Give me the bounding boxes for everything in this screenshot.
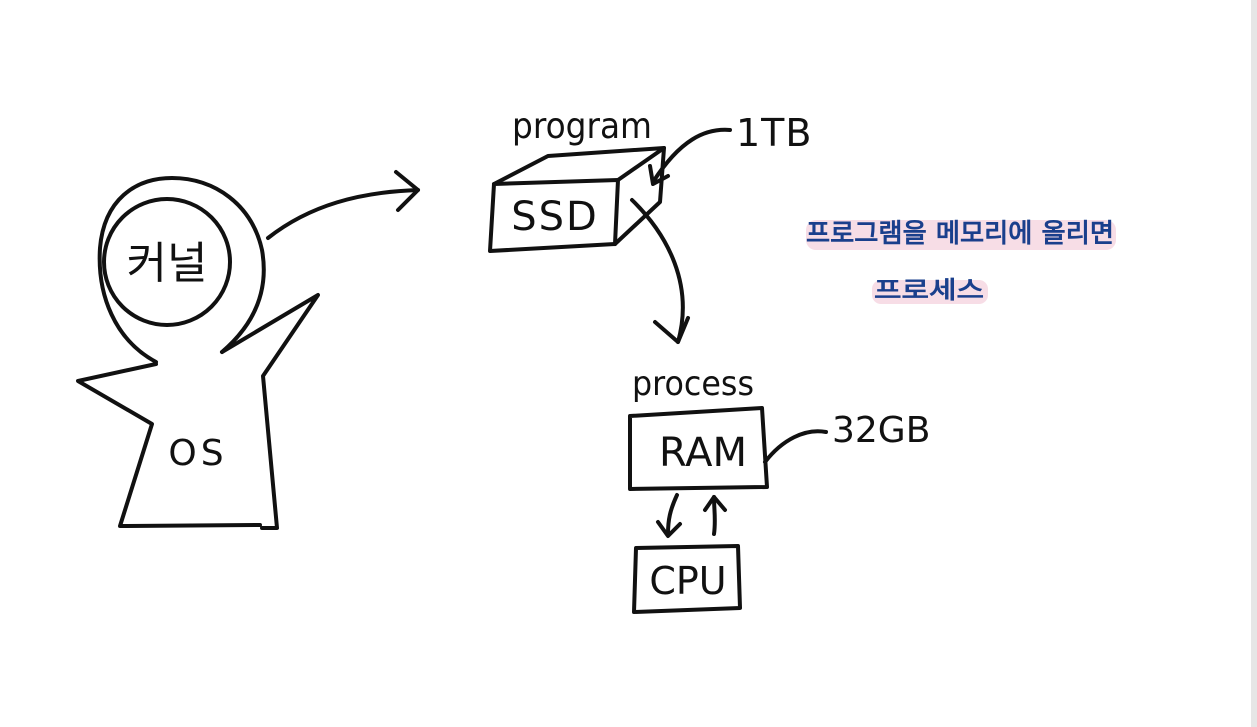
cpu-box (632, 544, 742, 614)
note-highlight-2 (872, 280, 988, 304)
ram-capacity-pointer (763, 429, 828, 464)
ram-label: RAM (659, 430, 747, 476)
os-head-outline (97, 176, 266, 364)
ram-to-cpu-arrowhead (656, 520, 682, 538)
note-highlight-1 (806, 220, 1116, 250)
cpu-to-ram-arrow (712, 495, 717, 536)
os-to-ssd-arrow (266, 188, 420, 240)
os-body-label: OS (168, 433, 227, 474)
kernel-label: 커널 (127, 238, 208, 289)
ram-to-cpu-arrow (666, 493, 679, 536)
right-edge-strip (1251, 0, 1257, 727)
note-line-2: 프로세스 (874, 276, 984, 304)
ssd-capacity-pointer-head (648, 164, 670, 186)
ram-caption: process (632, 364, 754, 404)
ssd-label: SSD (511, 194, 599, 240)
os-right-arm (220, 293, 320, 530)
os-character: 커널 OS (76, 176, 320, 530)
os-to-ssd-arrowhead (394, 170, 420, 212)
ssd-node: program SSD 1TB (488, 106, 812, 253)
ssd-top-face (492, 146, 666, 186)
cpu-label: CPU (649, 559, 726, 603)
ram-capacity: 32GB (832, 410, 930, 451)
ssd-to-ram-arrowhead (653, 316, 690, 344)
note-line-1: 프로그램을 메모리에 올리면 (806, 219, 1114, 249)
kernel-circle (102, 197, 232, 327)
ssd-capacity-pointer (651, 127, 732, 184)
ssd-capacity: 1TB (736, 111, 812, 155)
cpu-to-ram-arrowhead (703, 495, 727, 512)
cpu-node: CPU (632, 544, 742, 614)
ram-box (628, 406, 769, 491)
ram-node: process RAM 32GB (628, 364, 930, 491)
korean-note: 프로그램을 메모리에 올리면 프로세스 (806, 219, 1116, 304)
ssd-caption: program (512, 106, 652, 147)
os-left-arm (76, 362, 262, 528)
ssd-to-ram-arrow (630, 198, 685, 344)
